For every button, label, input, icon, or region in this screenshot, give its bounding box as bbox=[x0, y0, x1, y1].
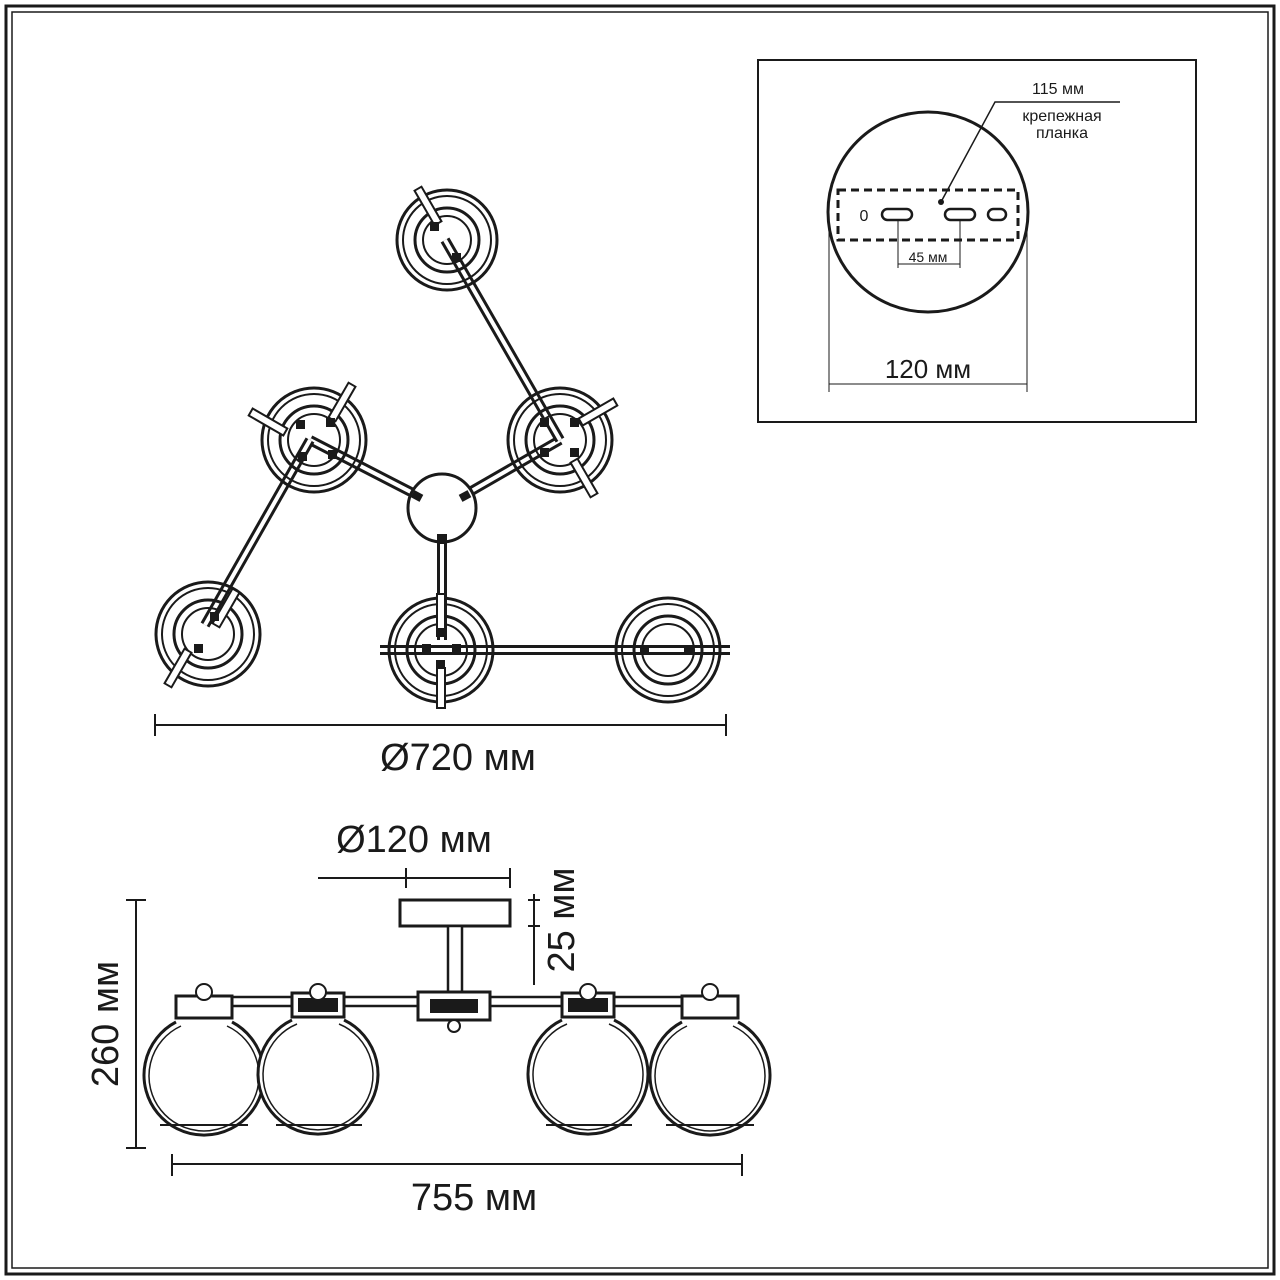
inset-canopy-diameter-label: 120 мм bbox=[885, 354, 971, 384]
top-diameter-label: Ø720 мм bbox=[380, 737, 536, 779]
diameter-dimension bbox=[154, 714, 727, 736]
inset-frame bbox=[757, 59, 1197, 423]
glass-shades bbox=[142, 1018, 772, 1137]
lamp-upper-right bbox=[506, 386, 619, 499]
mounting-bracket bbox=[836, 188, 1020, 242]
central-hub bbox=[406, 472, 478, 544]
height-dimension bbox=[126, 899, 146, 1149]
canopy-bottom-circle bbox=[826, 110, 1030, 314]
hole-spacing-label: 45 мм bbox=[909, 249, 948, 265]
lamp-upper-left bbox=[247, 381, 368, 494]
lamp-lower-left bbox=[154, 580, 262, 689]
lamp-lower-right bbox=[614, 596, 722, 704]
canopy-diameter-label: Ø120 мм bbox=[336, 819, 492, 861]
canopy-height-dimension bbox=[528, 894, 540, 985]
side-view bbox=[126, 868, 772, 1176]
lamp-top bbox=[395, 185, 499, 292]
top-view bbox=[154, 185, 730, 736]
bracket-name-line2: планка bbox=[1036, 125, 1088, 142]
canopy bbox=[398, 898, 512, 928]
width-dimension bbox=[171, 1154, 743, 1176]
canopy-diameter-dimension bbox=[318, 868, 511, 888]
height-label: 260 мм bbox=[85, 961, 127, 1087]
width-label: 755 мм bbox=[411, 1177, 537, 1219]
rod bbox=[446, 924, 464, 998]
mounting-inset bbox=[757, 59, 1197, 423]
lamp-lower-center bbox=[387, 593, 495, 709]
hole-marker: 0 bbox=[860, 208, 869, 225]
page-frame bbox=[4, 4, 1276, 1276]
arms bbox=[200, 237, 730, 655]
bracket-length-label: 115 мм bbox=[1032, 81, 1084, 98]
canopy-height-label: 25 мм bbox=[541, 867, 583, 972]
bracket-name-line1: крепежная bbox=[1022, 108, 1101, 125]
